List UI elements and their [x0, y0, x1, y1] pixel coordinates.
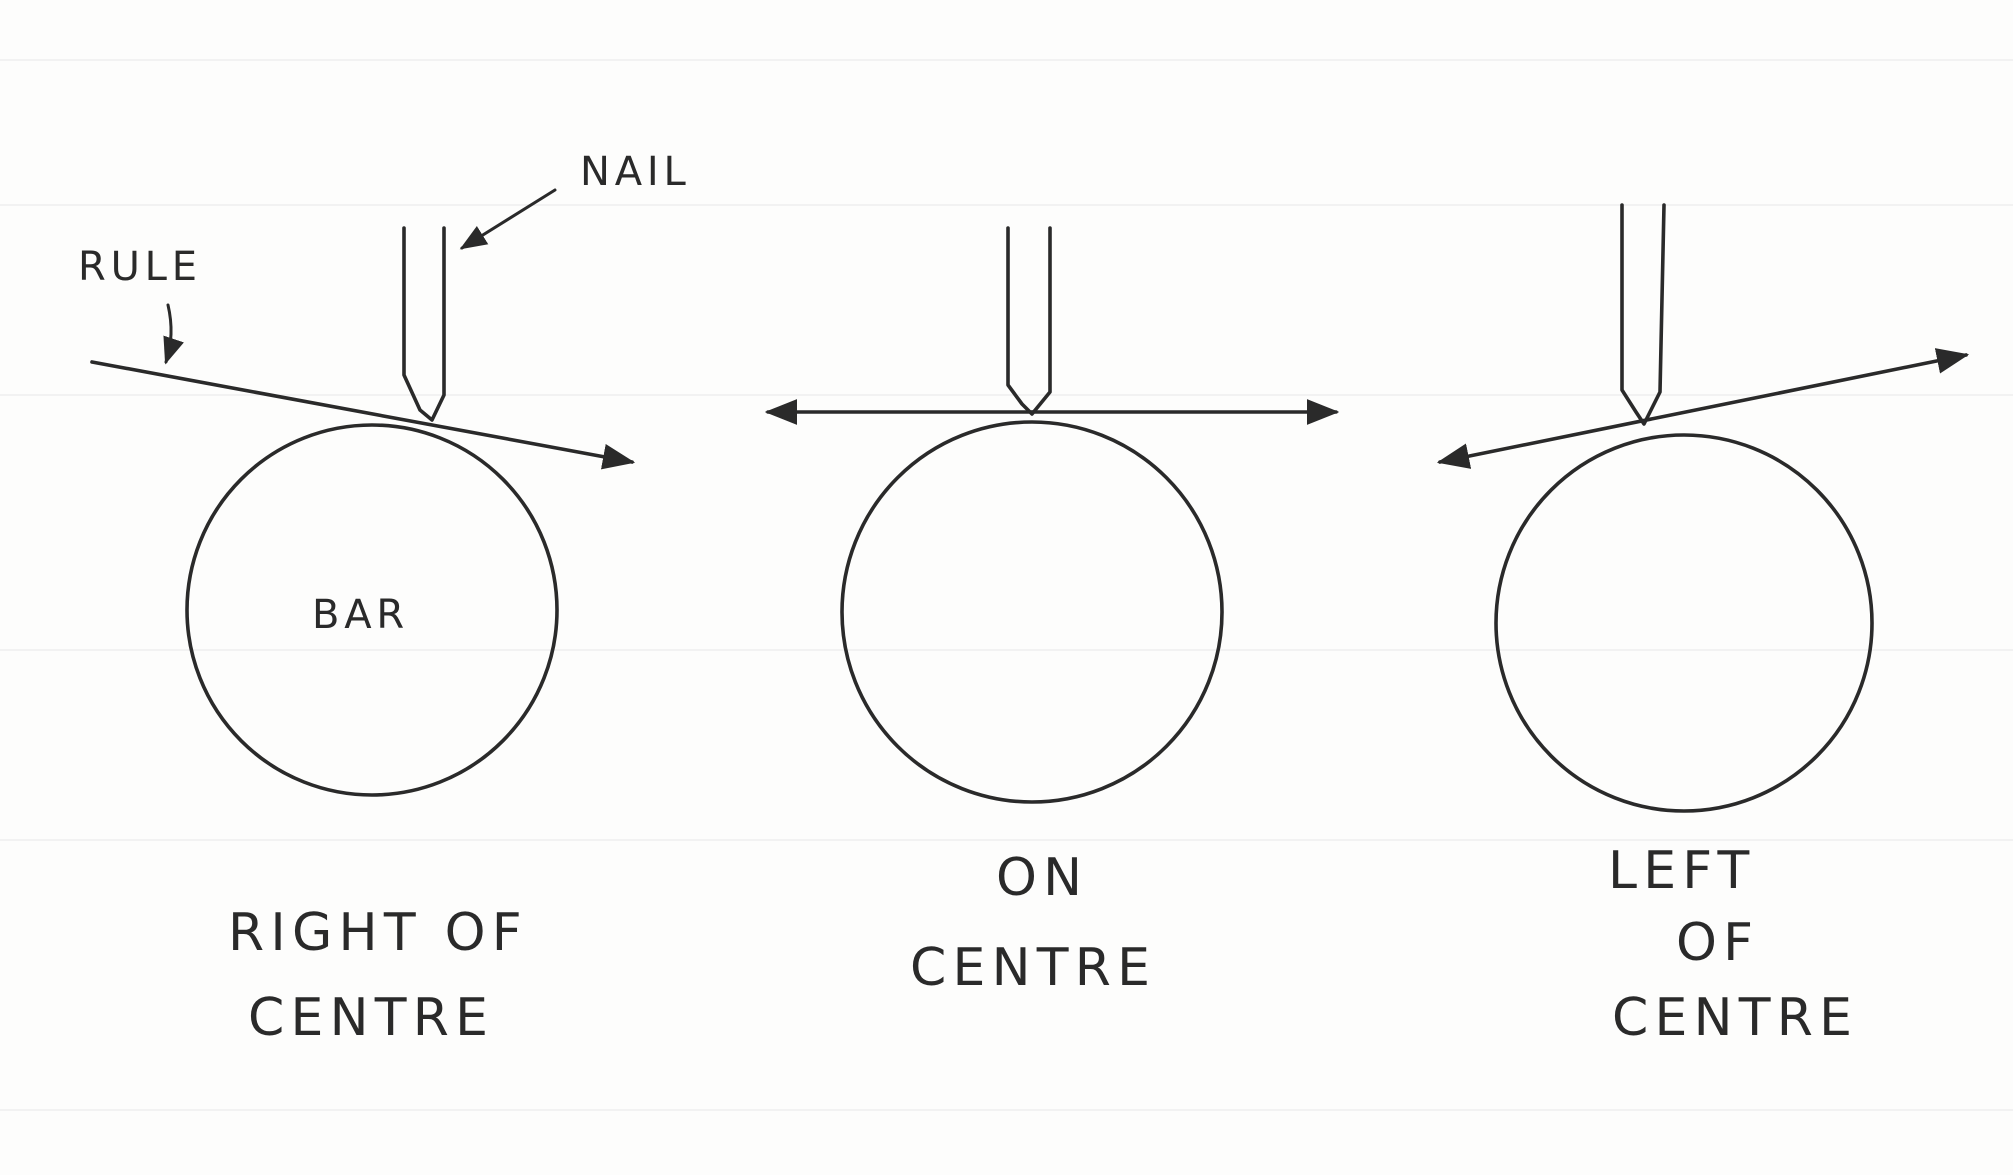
- caption-middle-line1: ON: [996, 848, 1088, 908]
- rule-callout-arrow: [163, 303, 184, 365]
- caption-left-line2: CENTRE: [248, 988, 494, 1048]
- nail-middle: [1006, 226, 1052, 416]
- rule-line-right: [1436, 348, 1970, 469]
- ruled-paper-lines: [0, 59, 2013, 1111]
- nail-callout-arrow: [459, 188, 557, 250]
- caption-middle-line2: CENTRE: [910, 938, 1156, 998]
- caption-right-line1: LEFT: [1608, 841, 1756, 901]
- panel-on-centre: ON CENTRE: [764, 226, 1340, 998]
- nail-label: NAIL: [580, 149, 691, 195]
- caption-left-line1: RIGHT OF: [228, 903, 528, 963]
- bar-circle-middle: [840, 420, 1224, 804]
- panel-left-of-centre: LEFT OF CENTRE: [1436, 203, 1970, 1048]
- caption-right-line2: OF: [1676, 913, 1759, 973]
- nail-left: [402, 226, 446, 422]
- rule-line-left: [90, 360, 636, 470]
- nail-right: [1620, 203, 1666, 426]
- caption-right-line3: CENTRE: [1612, 988, 1858, 1048]
- bar-circle-right: [1494, 433, 1874, 813]
- rule-label: RULE: [78, 244, 202, 290]
- bar-label: BAR: [312, 592, 409, 638]
- panel-right-of-centre: NAIL RULE BAR RIGHT OF CENTRE: [78, 149, 691, 1048]
- bar-circle-left: [185, 423, 559, 797]
